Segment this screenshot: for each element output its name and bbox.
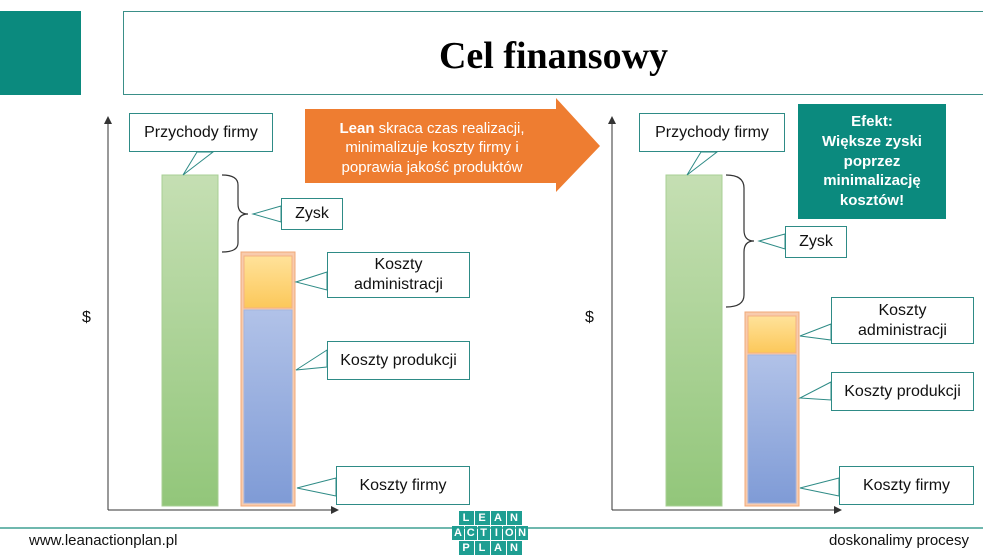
left-profit-callout: Zysk (281, 198, 343, 230)
left-admin-label-l1: Koszty (374, 256, 423, 273)
right-production-label: Koszty produkcji (844, 382, 961, 400)
footer-website: www.leanactionplan.pl (29, 532, 178, 549)
message-arrow (305, 98, 600, 192)
left-admin-callout: Koszty administracji (327, 252, 470, 298)
left-revenue-label: Przychody firmy (144, 123, 258, 141)
right-profit-callout: Zysk (785, 226, 847, 258)
right-revenue-callout: Przychody firmy (639, 113, 785, 152)
title-box: Cel finansowy (123, 11, 983, 95)
right-profit-brace (725, 174, 755, 308)
right-total-costs-label: Koszty firmy (862, 476, 951, 494)
right-admin-label-l1: Koszty (878, 301, 927, 319)
left-production-label: Koszty produkcji (340, 351, 457, 369)
left-admin-costs-bar (243, 255, 293, 309)
logo-letter-tile: N (506, 511, 522, 525)
effect-box: Efekt: Większe zyski poprzez minimalizac… (798, 104, 946, 219)
effect-line: kosztów! (839, 192, 905, 210)
left-revenue-bar (161, 174, 219, 507)
left-production-callout: Koszty produkcji (327, 341, 470, 380)
page-title: Cel finansowy (438, 35, 669, 77)
arrow-message-bold: Lean (339, 119, 375, 137)
logo-letter-tile: T (477, 526, 490, 540)
right-total-costs-callout: Koszty firmy (839, 466, 974, 505)
left-production-costs-bar (243, 309, 293, 504)
teal-accent-square (0, 11, 81, 95)
effect-line: poprzez (843, 152, 901, 170)
logo-letter-tile: N (516, 526, 528, 540)
arrow-message: Lean skraca czas realizacji, minimalizuj… (308, 113, 556, 183)
right-y-axis-label: $ (585, 309, 594, 326)
left-y-axis-label: $ (82, 309, 91, 326)
logo-letter-tile: O (503, 526, 516, 540)
effect-line: minimalizację (823, 172, 921, 190)
right-admin-callout: Koszty administracji (831, 297, 974, 344)
logo-letter-tile: P (458, 541, 474, 555)
left-total-costs-callout: Koszty firmy (336, 466, 470, 505)
effect-line: Efekt: (851, 112, 893, 130)
logo-letter-tile: L (458, 511, 474, 525)
logo-letter-tile: A (490, 511, 506, 525)
logo-letter-tile: A (490, 541, 506, 555)
arrow-message-line3: poprawia jakość produktów (341, 158, 523, 176)
logo-letter-tile: E (474, 511, 490, 525)
logo-letter-tile: C (464, 526, 477, 540)
footer-tagline: doskonalimy procesy (828, 532, 969, 549)
right-revenue-label: Przychody firmy (655, 123, 769, 141)
right-profit-label: Zysk (799, 233, 833, 250)
left-profit-brace (221, 174, 249, 253)
right-admin-label-l2: administracji (858, 321, 947, 339)
left-profit-label: Zysk (295, 205, 329, 222)
right-admin-costs-bar (747, 315, 797, 354)
left-total-costs-label: Koszty firmy (359, 476, 447, 494)
logo-letter-tile: L (474, 541, 490, 555)
right-production-costs-bar (747, 354, 797, 504)
arrow-message-line2: minimalizuje koszty firmy i (345, 139, 519, 157)
logo-letter-tile: N (506, 541, 522, 555)
left-revenue-callout: Przychody firmy (129, 113, 273, 152)
logo-letter-tile: A (452, 526, 464, 540)
logo-letter-tile: I (490, 526, 503, 540)
effect-line: Większe zyski (822, 132, 922, 150)
arrow-message-line1: skraca czas realizacji, (374, 119, 525, 137)
right-revenue-bar (665, 174, 723, 507)
right-production-callout: Koszty produkcji (831, 372, 974, 411)
left-admin-label-l2: administracji (354, 276, 443, 293)
